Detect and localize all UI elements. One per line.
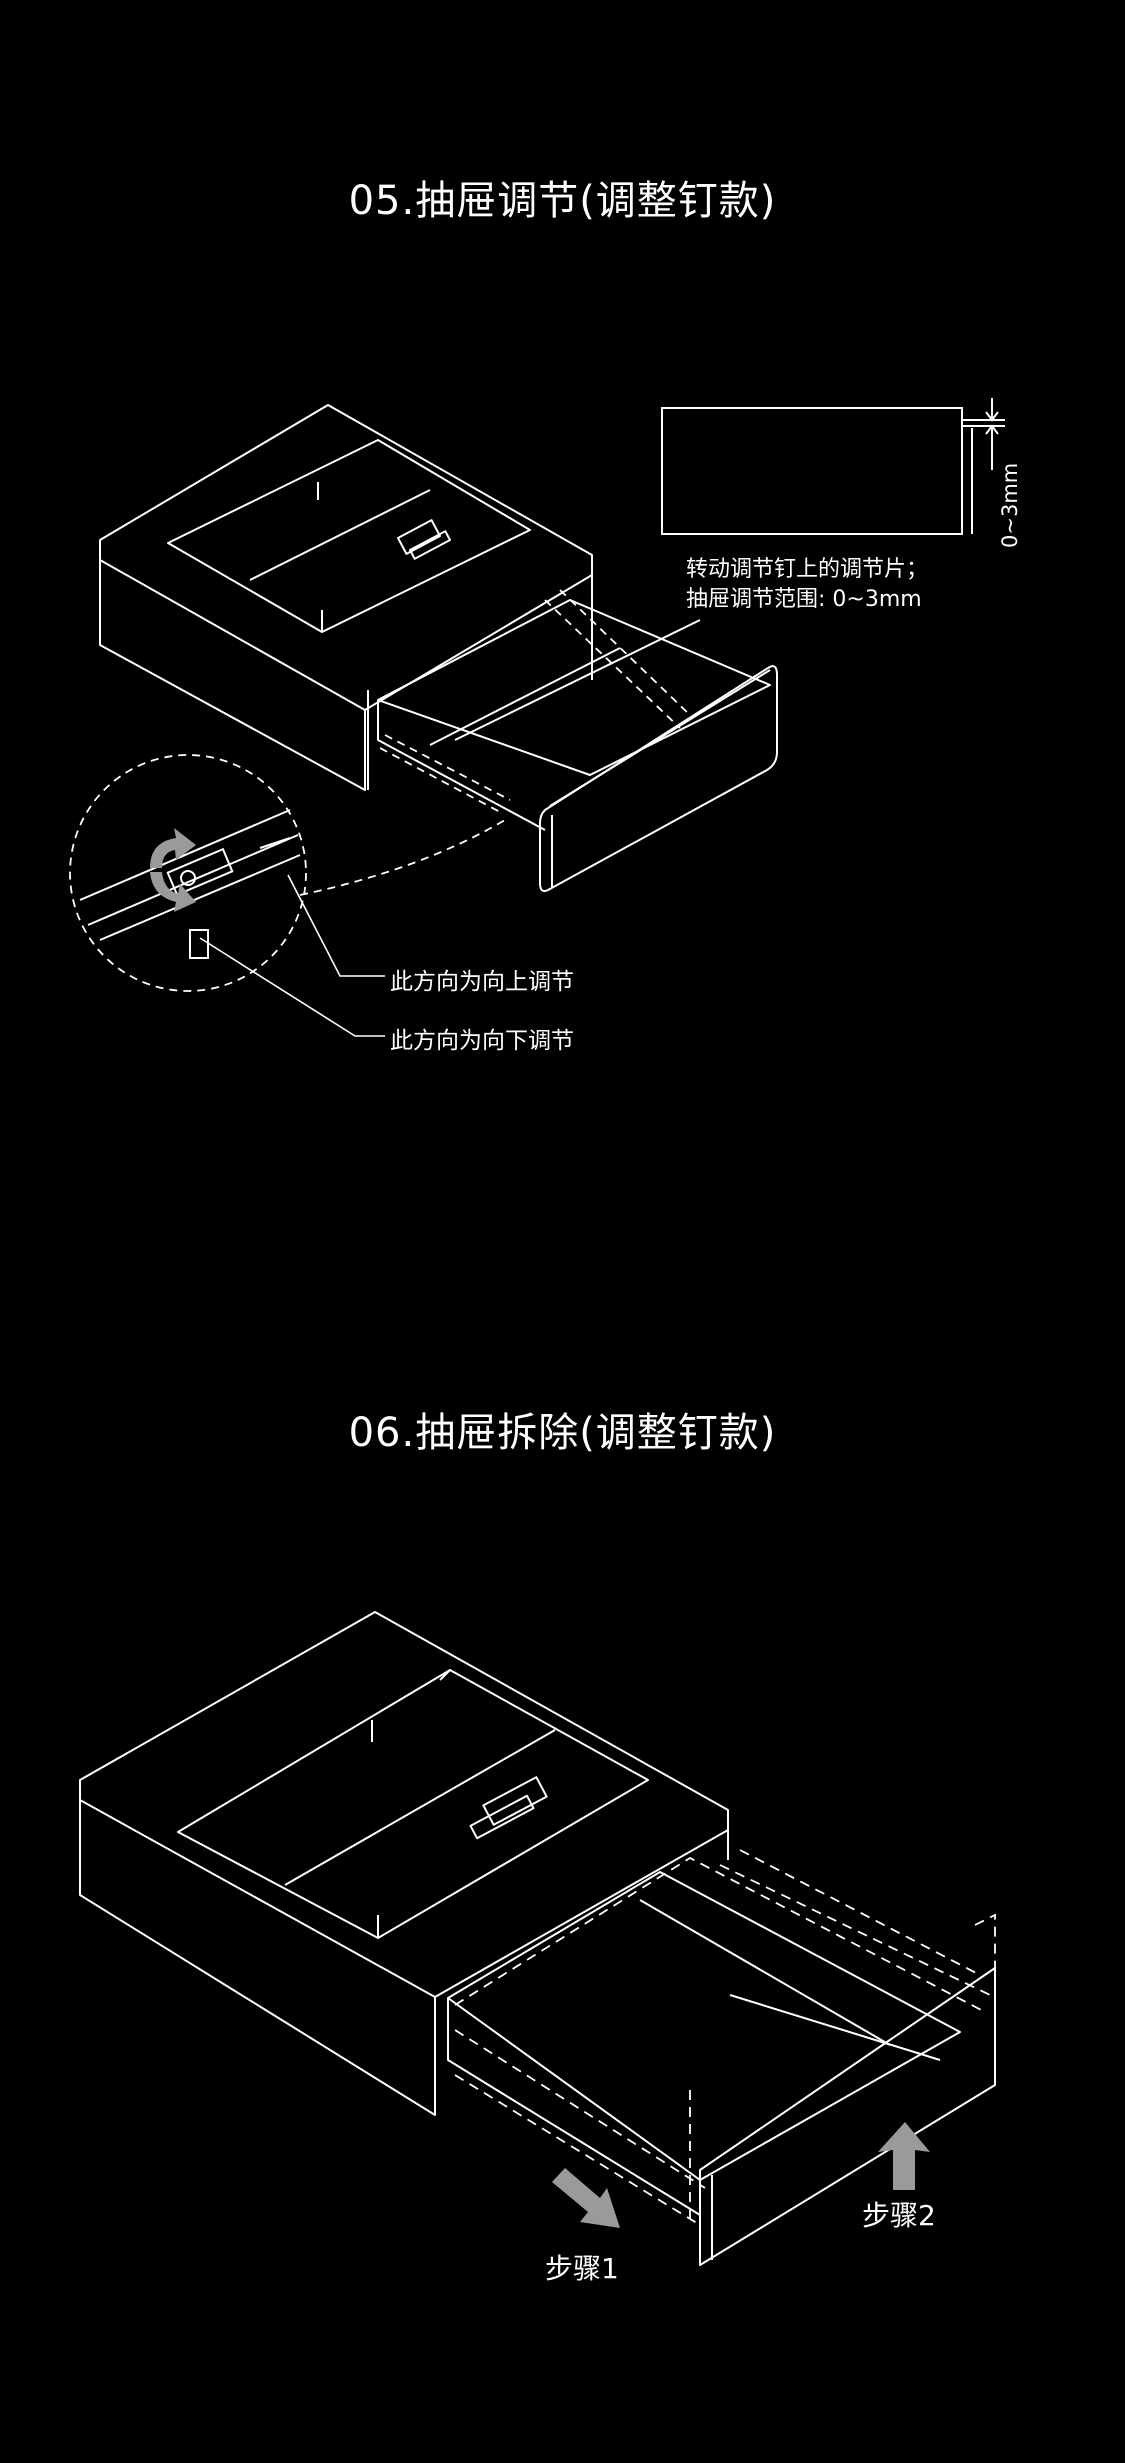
- range-dimension-label: 0~3mm: [998, 462, 1022, 548]
- step2-label: 步骤2: [862, 2199, 936, 2232]
- callout-up-label: 此方向为向上调节: [390, 969, 574, 995]
- step1-label: 步骤1: [545, 2252, 619, 2285]
- section5-title: 05.抽屉调节(调整钉款): [348, 178, 777, 224]
- callout-down-label: 此方向为向下调节: [390, 1028, 574, 1054]
- adjust-note-line1: 转动调节钉上的调节片；: [686, 557, 929, 582]
- section6-title: 06.抽屉拆除(调整钉款): [348, 1410, 777, 1456]
- adjust-note-line2: 抽屉调节范围: 0~3mm: [686, 587, 922, 612]
- drawer-adjust-diagram: [69, 398, 1005, 1037]
